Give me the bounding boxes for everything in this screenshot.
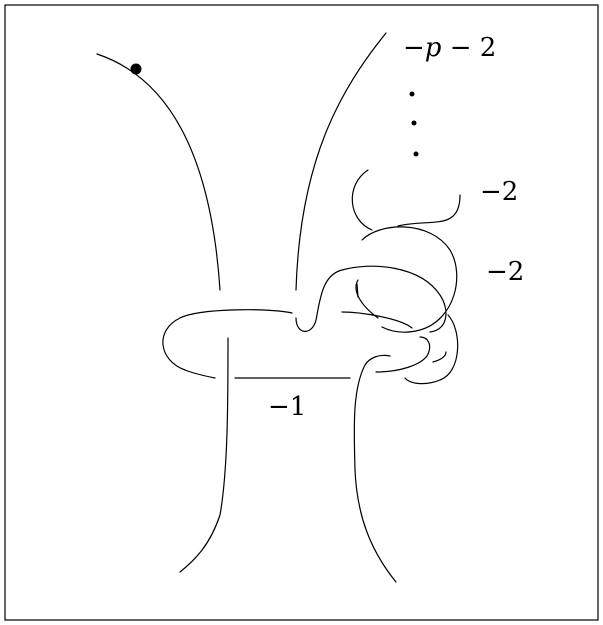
central-unknot-right-arc	[375, 336, 431, 373]
figure-border	[4, 4, 599, 621]
central-unknot-top-right	[341, 311, 413, 329]
upper-minus2-unknot-right	[397, 194, 461, 227]
right-clasp-loop	[404, 314, 459, 385]
lower-minus2-unknot	[355, 279, 379, 319]
basepoint-dot	[130, 63, 142, 75]
label-lower-minus2: −2	[486, 257, 524, 287]
central-unknot-top-left	[162, 309, 293, 379]
label-top-framing: −p − 2	[403, 33, 496, 63]
vdot-1	[409, 91, 415, 97]
label-central-minus1: −1	[268, 392, 306, 422]
lower-minus2-tick	[356, 283, 359, 298]
left-strand-upper	[96, 53, 221, 291]
right-strand-lower	[353, 354, 397, 583]
vdot-3	[413, 151, 419, 157]
middle-strand-upper	[295, 32, 387, 291]
upper-minus2-unknot-left	[351, 169, 373, 231]
right-clasp-inner	[432, 351, 447, 363]
vdot-2	[411, 120, 417, 126]
middle-strand-hook	[295, 265, 447, 333]
lower-minus2-unknot-b	[361, 226, 458, 333]
label-upper-minus2: −2	[480, 177, 518, 207]
left-strand-lower	[179, 337, 229, 573]
